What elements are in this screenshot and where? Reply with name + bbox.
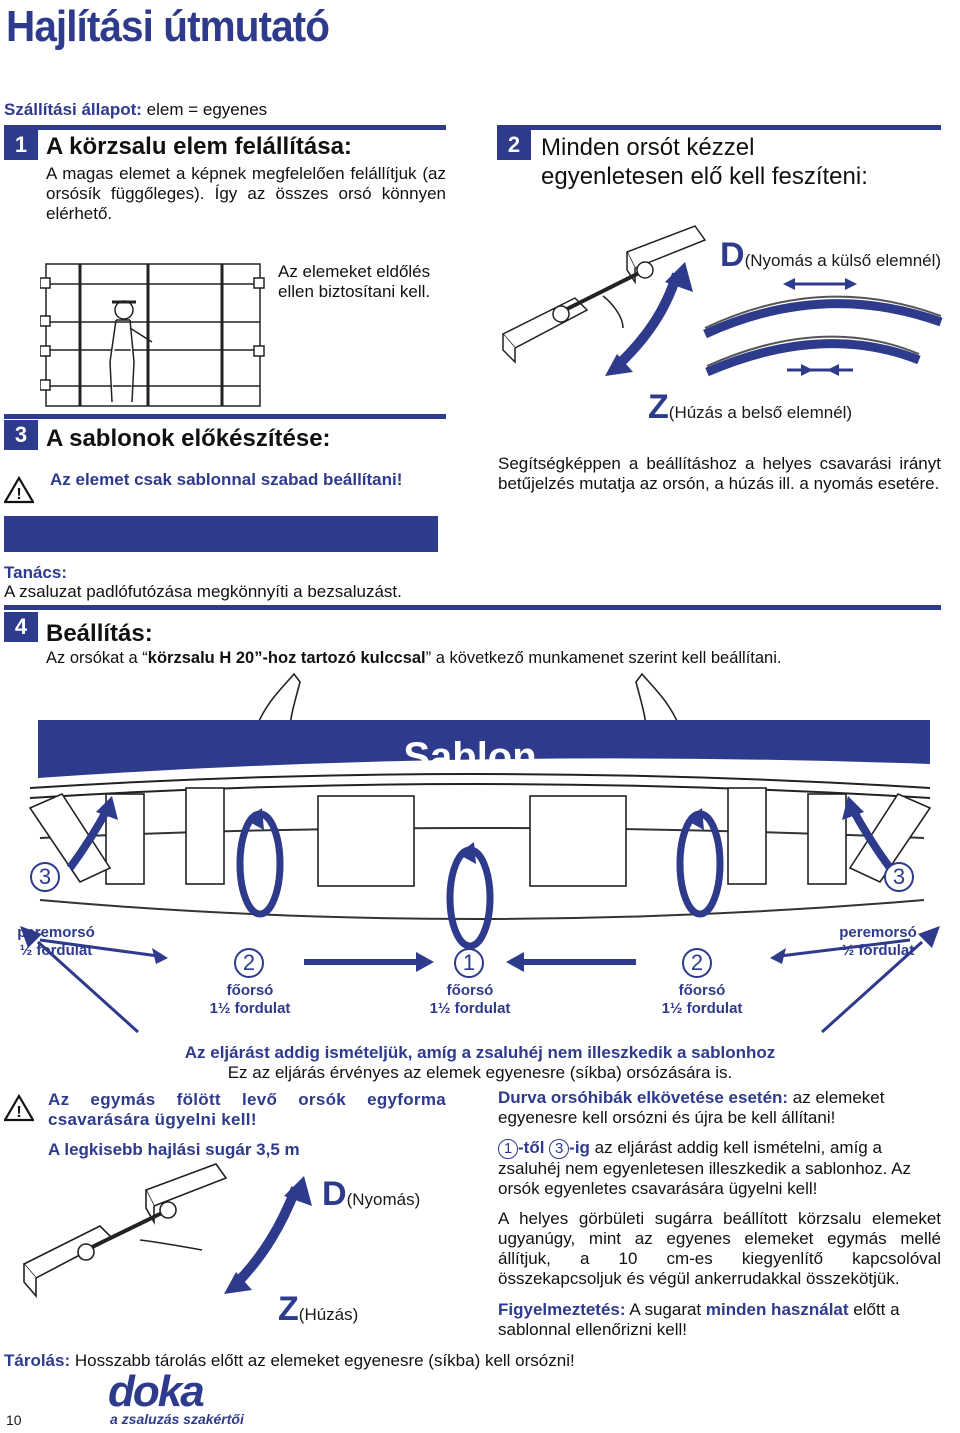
repeat-line2: Ez az eljárás érvényes az elemek egyenes… [227, 1063, 733, 1082]
step2-title-line2: egyenletesen elő kell feszíteni: [541, 163, 868, 190]
spindle-tension-illustration [501, 225, 943, 377]
step2-bar [497, 125, 941, 130]
doka-logo: doka [108, 1367, 205, 1416]
svg-text:!: ! [16, 1104, 21, 1121]
bottom-z-label: Z(Húzás) [278, 1290, 359, 1328]
circle-number-3-right: 3 [884, 862, 914, 892]
warning-icon-bottom: ! [4, 1094, 34, 1122]
page-title: Hajlítási útmutató [6, 2, 330, 51]
step1-note: Az elemeket eldőlés ellen biztosítani ke… [278, 262, 431, 301]
shipping-text: elem = egyenes [146, 100, 268, 119]
label-main-2-right: főorsó 1½ fordulat [661, 982, 743, 1017]
step4-text: Az orsókat a “körzsalu H 20”-hoz tartozó… [46, 649, 782, 667]
circle-number-1: 1 [454, 948, 484, 978]
step2-number: 2 [497, 130, 531, 160]
spindle-detail-illustration [22, 1163, 312, 1299]
step2-help: Segítségképpen a beállításhoz a helyes c… [498, 454, 941, 493]
min-radius: A legkisebb hajlási sugár 3,5 m [48, 1140, 300, 1159]
repeat-steps-paragraph: 1-től 3-ig az eljárást addig kell isméte… [498, 1138, 911, 1198]
check-warning-paragraph: Figyelmeztetés: A sugarat minden használ… [498, 1300, 900, 1339]
circle-number-3-left: 3 [30, 862, 60, 892]
step2-d-label: D(Nyomás a külső elemnél) [720, 236, 942, 274]
step4-number: 4 [4, 612, 38, 642]
sablon-label: Sablon [403, 735, 536, 779]
step3-bar [4, 414, 446, 419]
label-edge-right: peremorsó ½ fordulat [839, 924, 917, 959]
tip-label: Tanács: [4, 563, 67, 582]
page-number: 10 [6, 1412, 22, 1428]
tip-text: A zsaluzat padlófutózása megkönnyíti a b… [4, 582, 402, 601]
label-main-2-left: főorsó 1½ fordulat [209, 982, 291, 1017]
label-edge-left: peremorsó ½ fordulat [17, 924, 95, 959]
step1-number: 1 [4, 130, 38, 160]
circle-step-to: 3 [549, 1139, 570, 1159]
step3-title: A sablonok előkészítése: [46, 425, 331, 452]
repeat-line1: Az eljárást addig ismételjük, amíg a zsa… [184, 1043, 776, 1062]
step3-warning: Az elemet csak sablonnal szabad beállíta… [50, 470, 403, 489]
shipping-label: Szállítási állapot: [4, 100, 142, 119]
step4-bar [4, 605, 941, 610]
bottom-warning: Az egymás fölött levő orsók egyforma csa… [48, 1090, 446, 1129]
step3-blue-band [4, 516, 438, 552]
logo-tagline: a zsaluzás szakértői [110, 1411, 244, 1427]
step3-number: 3 [4, 420, 38, 450]
step2-title-line1: Minden orsót kézzel [541, 134, 755, 161]
step2-z-label: Z(Húzás a belső elemnél) [648, 388, 853, 426]
assembly-paragraph: A helyes görbületi sugárra beállított kö… [498, 1209, 941, 1288]
shipping-state: Szállítási állapot: elem = egyenes [4, 100, 267, 120]
step1-text: A magas elemet a képnek megfelelően felá… [46, 164, 446, 223]
step1-bar [4, 125, 446, 130]
step4-title: Beállítás: [46, 620, 153, 647]
bottom-d-label: D(Nyomás) [322, 1175, 421, 1213]
step1-title: A körzsalu elem felállítása: [46, 133, 352, 160]
standing-element-illustration [40, 263, 265, 407]
storage-note: Tárolás: Hosszabb tárolás előtt az eleme… [4, 1351, 575, 1370]
adjustment-diagram: Sablon [20, 672, 940, 1034]
circle-number-2-left: 2 [234, 948, 264, 978]
gross-error-paragraph: Durva orsóhibák elkövetése esetén: az el… [498, 1088, 885, 1127]
circle-step-from: 1 [498, 1139, 518, 1159]
label-main-1: főorsó 1½ fordulat [429, 982, 511, 1017]
circle-number-2-right: 2 [682, 948, 712, 978]
svg-text:!: ! [16, 486, 21, 503]
warning-icon: ! [4, 476, 34, 504]
